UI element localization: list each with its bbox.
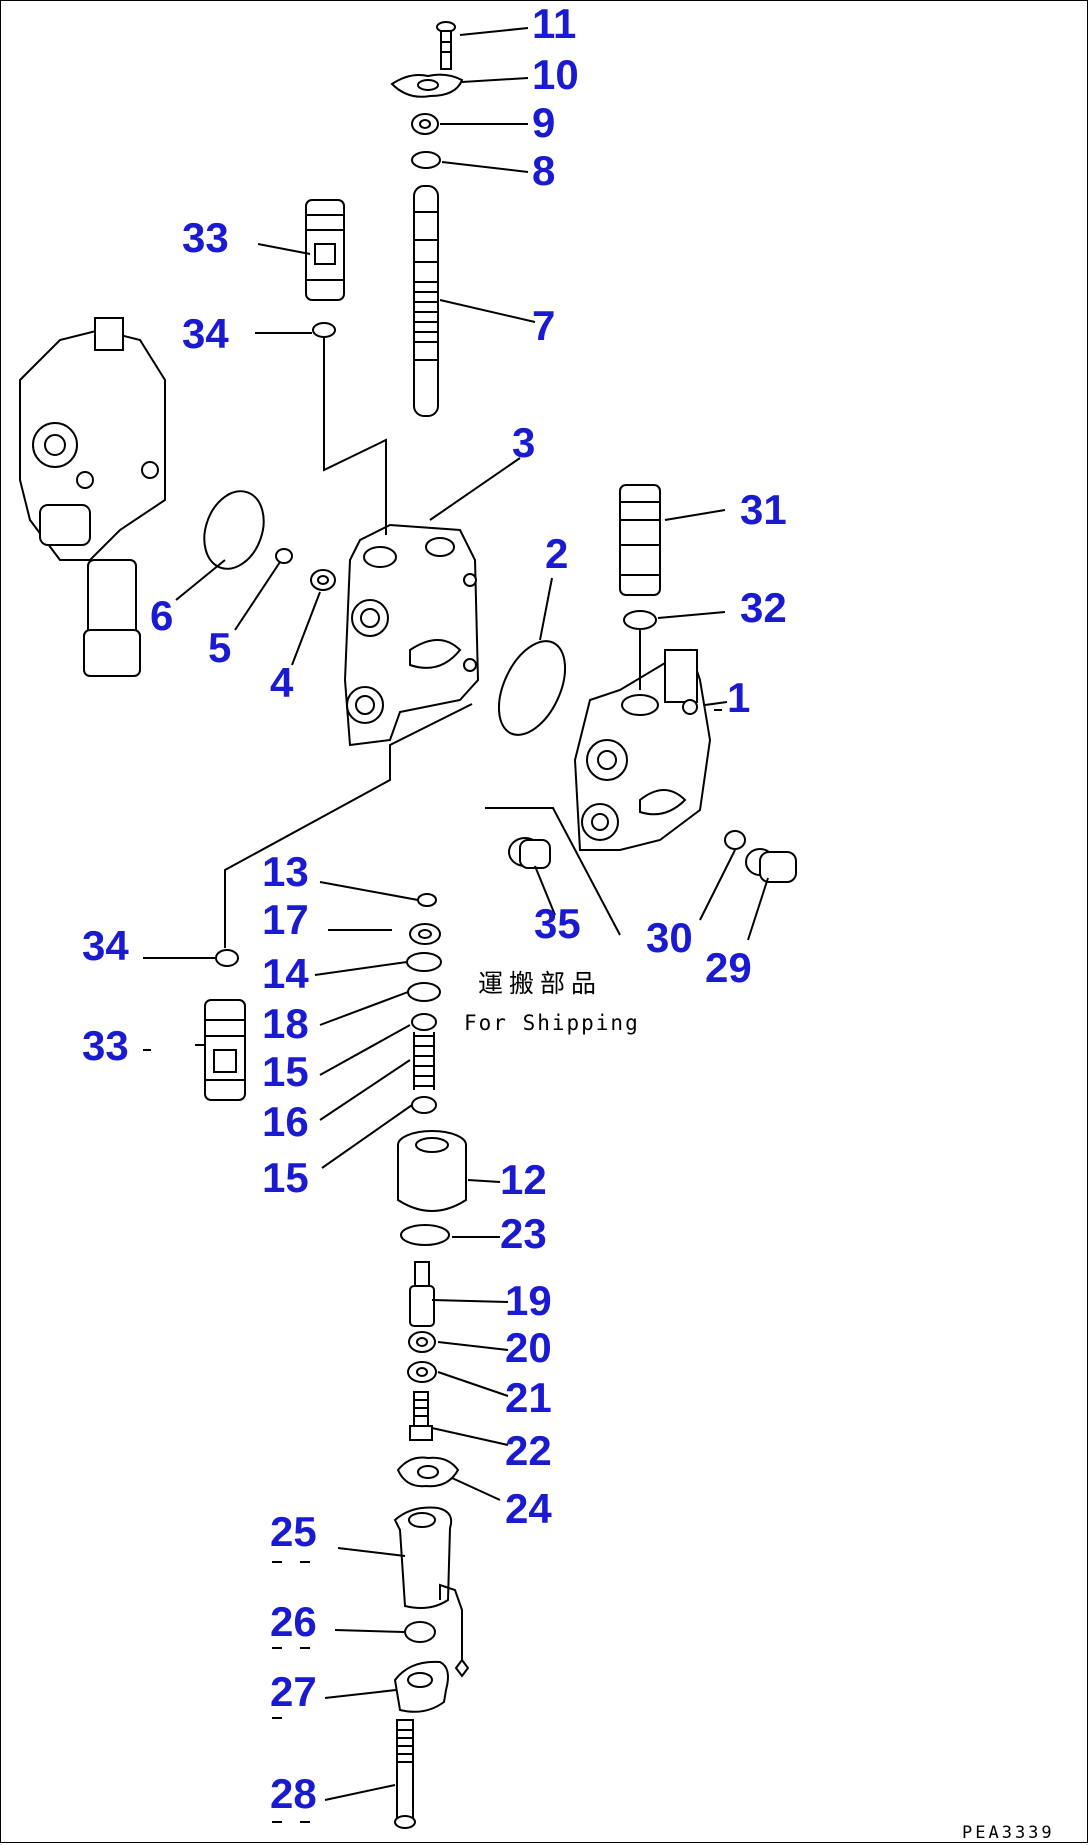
part-14-o-ring [406,952,442,972]
part-10-plate [390,73,464,98]
part-1-valve-body [573,648,712,851]
part-33-relief-valve-top [305,199,345,301]
shipping-note-en: For Shipping [464,1011,640,1035]
part-9-nut [411,113,439,135]
part-23-o-ring [400,1224,450,1246]
part-30-ring [724,830,746,850]
label-34-lower: 34 [82,922,129,969]
label-31: 31 [740,486,787,533]
part-15-retainer-lower [411,1096,437,1114]
label-3: 3 [512,419,535,466]
label-8: 8 [532,147,555,194]
part-34-o-ring-top [312,322,336,338]
part-32-o-ring [623,610,657,630]
part-4-plug [310,569,336,591]
part-25-cover [393,1506,470,1678]
part-27-plate [393,1660,449,1713]
part-3-valve-section [343,523,480,747]
label-5: 5 [208,624,231,671]
part-7-spool [413,185,439,417]
label-2: 2 [545,530,568,577]
label-22: 22 [505,1427,552,1474]
part-13-ball [417,893,437,907]
label-20: 20 [505,1324,552,1371]
part-11-bolt [436,21,456,70]
part-16-spring [413,1032,435,1090]
part-35-plug [508,837,551,869]
part-33-relief-valve-lower [204,999,246,1101]
label-13: 13 [262,848,309,895]
part-15-retainer-upper [411,1013,437,1031]
part-31-relief-valve [619,484,661,596]
part-20-nut [408,1331,436,1353]
adjacent-valve-assembly [19,317,166,677]
part-19-stopper [409,1261,435,1327]
label-26: 26 [270,1598,317,1645]
label-16: 16 [262,1098,309,1145]
label-10: 10 [532,51,579,98]
part-6-o-ring [203,490,265,570]
label-1: 1 [727,674,750,721]
label-33-lower: 33 [82,1022,129,1069]
part-17-seat [409,923,441,945]
part-28-bolt [394,1719,416,1829]
label-14: 14 [262,950,309,997]
leader-lines [150,27,769,1801]
part-5-ring [275,548,293,564]
label-4: 4 [270,659,294,706]
label-7: 7 [532,302,555,349]
label-23: 23 [500,1210,547,1257]
label-35: 35 [534,900,581,947]
label-11: 11 [532,0,576,47]
label-6: 6 [150,592,173,639]
label-24: 24 [505,1485,552,1532]
label-28: 28 [270,1770,317,1817]
part-34-o-ring-lower [215,949,239,967]
label-12: 12 [500,1156,547,1203]
label-34-top: 34 [182,310,229,357]
part-8-o-ring [411,151,441,169]
label-17: 17 [262,896,309,943]
label-dash-marks [143,709,722,1823]
label-18: 18 [262,1000,309,1047]
label-33-top: 33 [182,214,229,261]
part-2-o-ring [497,640,567,736]
label-19: 19 [505,1277,552,1324]
label-15-lower: 15 [262,1154,309,1201]
part-29-plug [745,848,797,883]
label-9: 9 [532,99,555,146]
part-24-plate [396,1456,460,1488]
shipping-note-jp: 運搬部品 [478,969,602,998]
label-30: 30 [646,914,693,961]
part-number-labels: 11 10 9 8 7 33 34 3 2 31 32 1 6 5 4 13 1… [82,0,787,1817]
part-26-ring [404,1621,436,1643]
label-15-upper: 15 [262,1048,309,1095]
part-22-bolt [409,1391,433,1441]
part-18-ring [407,982,441,1002]
label-21: 21 [505,1374,552,1421]
part-21-washer [407,1361,437,1383]
label-29: 29 [705,944,752,991]
label-25: 25 [270,1508,317,1555]
label-27: 27 [270,1668,317,1715]
part-12-cap [397,1130,467,1212]
label-32: 32 [740,584,787,631]
drawing-code: PEA3339 [962,1823,1055,1843]
